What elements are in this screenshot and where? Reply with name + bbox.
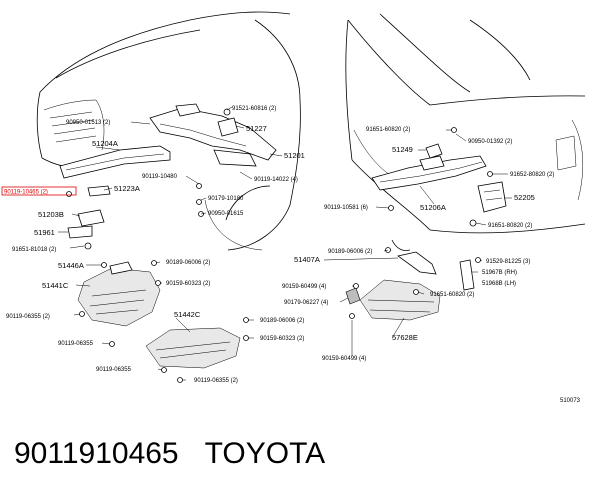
figure-number: 510073 xyxy=(560,398,581,404)
callout[interactable]: 90119-06355 xyxy=(96,367,132,373)
part-number: 9011910465 xyxy=(14,437,179,470)
callout[interactable]: 51407A xyxy=(294,255,320,264)
callout[interactable]: 90950-01392 (2) xyxy=(468,139,512,145)
callout[interactable]: 57628E xyxy=(392,333,418,342)
callout[interactable]: 90179-06227 (4) xyxy=(284,300,328,306)
callout[interactable]: 90179-10180 xyxy=(208,196,244,202)
bracket-51227 xyxy=(217,108,239,137)
callout[interactable]: 91651-60820 (2) xyxy=(366,127,410,133)
callout[interactable]: 51204A xyxy=(92,139,118,148)
callout[interactable]: 90950-01615 xyxy=(208,211,244,217)
callouts-right: 91651-60820 (2) 90950-01392 (2) 51249 91… xyxy=(282,127,554,362)
right-small-brackets xyxy=(385,127,493,291)
callout[interactable]: 90950-01513 (2) xyxy=(66,120,110,126)
mount-52205 xyxy=(477,181,507,213)
highlight-box xyxy=(1,186,77,196)
callout[interactable]: 51961 xyxy=(34,228,55,237)
caption: 9011910465 TOYOTA xyxy=(14,434,325,474)
callout-highlighted[interactable]: 90119-10465 (2) xyxy=(4,190,48,196)
callout[interactable]: 91651-81018 (2) xyxy=(12,247,56,253)
callout[interactable]: 90119-14022 (4) xyxy=(254,177,298,183)
callout[interactable]: 51201 xyxy=(284,151,305,160)
callout[interactable]: 90189-06006 (2) xyxy=(166,260,210,266)
callout[interactable]: 90119-06355 (2) xyxy=(6,314,50,320)
under-cover-57628E xyxy=(345,279,441,321)
callout[interactable]: 51967B (RH) xyxy=(482,270,517,276)
callout[interactable]: 51968B (LH) xyxy=(482,281,516,287)
callout[interactable]: 90159-60323 (2) xyxy=(166,281,210,287)
callout[interactable]: 90119-06355 xyxy=(58,341,94,347)
callout[interactable]: 91529-81225 (3) xyxy=(486,259,530,265)
bracket-51249 xyxy=(425,143,443,159)
left-car-body xyxy=(36,11,301,251)
callout[interactable]: 51441C xyxy=(42,281,69,290)
callout[interactable]: 52205 xyxy=(514,193,535,202)
callout[interactable]: 91521-60816 (2) xyxy=(232,106,276,112)
callout[interactable]: 51446A xyxy=(58,261,84,270)
callout[interactable]: 90119-10581 (6) xyxy=(324,205,368,211)
callout[interactable]: 91652-80820 (2) xyxy=(510,172,554,178)
callout[interactable]: 90119-10480 xyxy=(142,174,178,180)
callout[interactable]: 51223A xyxy=(114,184,140,193)
callout[interactable]: 90159-60499 (4) xyxy=(282,284,326,290)
callout[interactable]: 90159-60499 (4) xyxy=(322,356,366,362)
callout[interactable]: 91651-60820 (2) xyxy=(430,292,474,298)
callout[interactable]: 90189-06006 (2) xyxy=(328,249,372,255)
callout[interactable]: 51227 xyxy=(246,124,267,133)
right-car-body xyxy=(345,13,586,251)
callout[interactable]: 90189-06006 (2) xyxy=(260,318,304,324)
callouts-left: 90119-10465 (2) 90950-01513 (2) 91521-60… xyxy=(1,106,305,384)
engine-under-cover-51441C xyxy=(77,261,161,327)
callout[interactable]: 90119-06355 (2) xyxy=(194,378,238,384)
parts-diagram: 90119-10465 (2) 90950-01513 (2) 91521-60… xyxy=(1,11,586,404)
callout[interactable]: 51206A xyxy=(420,203,446,212)
leader-lines-left xyxy=(58,106,283,381)
brand-name: TOYOTA xyxy=(204,437,326,470)
rear-crossmember-51206A xyxy=(371,155,487,191)
radiator-support-51204A xyxy=(59,145,171,179)
callout[interactable]: 90159-60323 (2) xyxy=(260,336,304,342)
leader-lines-right xyxy=(323,129,512,356)
callout[interactable]: 51249 xyxy=(392,145,413,154)
callout[interactable]: 51442C xyxy=(174,310,201,319)
callout[interactable]: 51203B xyxy=(38,210,64,219)
callout[interactable]: 91651-80820 (2) xyxy=(488,223,532,229)
engine-under-cover-51442C xyxy=(145,317,249,369)
small-brackets-left xyxy=(66,183,204,250)
front-crossmember-51201 xyxy=(149,103,277,167)
